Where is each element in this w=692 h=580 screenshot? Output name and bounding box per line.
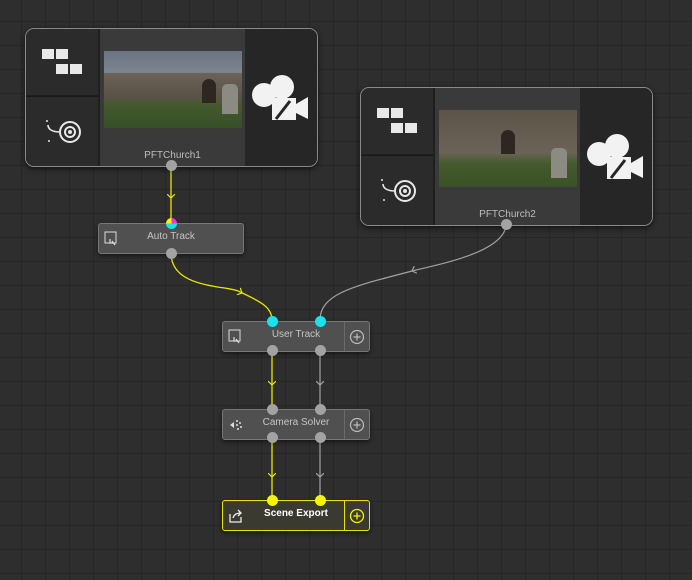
- add-circle-icon[interactable]: [344, 322, 369, 351]
- scene-export-input-port-1[interactable]: [266, 494, 278, 506]
- wire-autotrack-to-usertrack[interactable]: [170, 252, 273, 321]
- auto-track-icon: [103, 230, 121, 247]
- clip-name: PFTChurch2: [479, 209, 536, 220]
- node-label: Auto Track: [147, 231, 195, 242]
- clip-lens-icon[interactable]: [361, 156, 433, 225]
- clip-lens-icon[interactable]: [26, 97, 98, 166]
- add-circle-icon[interactable]: [344, 501, 369, 530]
- grid-squares-icon[interactable]: [26, 29, 98, 95]
- scene-export-input-port-2[interactable]: [314, 494, 326, 506]
- camera-solver-input-port-2[interactable]: [314, 403, 326, 415]
- user-track-output-port-2[interactable]: [314, 344, 326, 356]
- auto-track-output-port[interactable]: [165, 247, 177, 259]
- user-track-node[interactable]: User Track: [222, 321, 370, 352]
- user-track-input-port-1[interactable]: [266, 315, 278, 327]
- scene-export-node[interactable]: Scene Export: [222, 500, 370, 531]
- camera-solver-icon: [227, 416, 245, 433]
- camera-solver-output-port-1[interactable]: [266, 431, 278, 443]
- camera-solver-input-port-1[interactable]: [266, 403, 278, 415]
- clip-name: PFTChurch1: [144, 150, 201, 161]
- grid-squares-icon[interactable]: [361, 88, 433, 154]
- clip-node-pftchurch1[interactable]: PFTChurch1: [25, 28, 318, 167]
- auto-track-input-port[interactable]: [165, 217, 177, 229]
- node-label: Scene Export: [264, 508, 328, 519]
- user-track-input-port-2[interactable]: [314, 315, 326, 327]
- clip2-output-port[interactable]: [500, 218, 512, 230]
- clip-thumbnail: [104, 51, 242, 128]
- clip-thumbnail-panel: PFTChurch1: [100, 29, 245, 166]
- clip-thumbnail-panel: PFTChurch2: [435, 88, 580, 225]
- movie-camera-icon[interactable]: [245, 29, 317, 166]
- node-label: Camera Solver: [262, 417, 330, 428]
- wire-church2-to-usertrack[interactable]: [319, 223, 507, 321]
- clip1-output-port[interactable]: [165, 159, 177, 171]
- user-track-icon: [227, 328, 245, 345]
- movie-camera-icon[interactable]: [580, 88, 652, 225]
- add-circle-icon[interactable]: [344, 410, 369, 439]
- camera-solver-output-port-2[interactable]: [314, 431, 326, 443]
- clip-node-pftchurch2[interactable]: PFTChurch2: [360, 87, 653, 226]
- user-track-output-port-1[interactable]: [266, 344, 278, 356]
- node-label: User Track: [271, 329, 321, 340]
- camera-solver-node[interactable]: Camera Solver: [222, 409, 370, 440]
- scene-export-icon: [227, 507, 245, 524]
- clip-thumbnail: [439, 110, 577, 187]
